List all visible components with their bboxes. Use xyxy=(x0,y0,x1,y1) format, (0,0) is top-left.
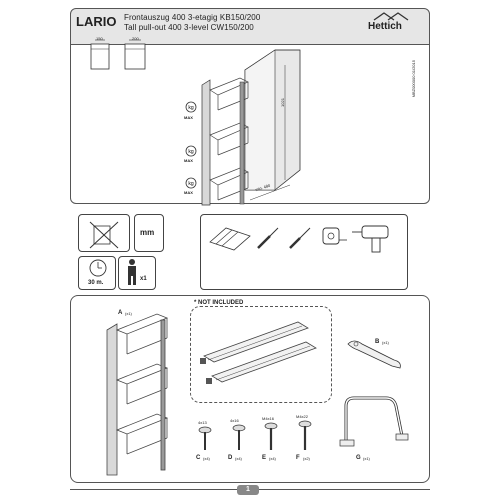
screwdriver-icon xyxy=(257,227,279,249)
no-discard-icon xyxy=(89,221,119,249)
height-dimension-label: 1021 xyxy=(279,98,285,107)
part-d-letter: D xyxy=(228,455,233,461)
clock-icon xyxy=(89,259,107,277)
drill-icon xyxy=(352,225,389,253)
part-e-bolt-icon xyxy=(264,422,278,450)
page-number: 1 xyxy=(237,485,259,495)
part-d-spec: 4x16 xyxy=(230,418,239,423)
part-f-spec: M4x22 xyxy=(296,414,309,419)
cabinet-200-icon xyxy=(124,39,146,70)
part-d-screw-icon xyxy=(232,424,246,450)
part-b-letter: B xyxy=(375,339,380,345)
cabinet-200-label: 200 xyxy=(132,36,139,41)
screwdriver-2-icon xyxy=(289,227,311,249)
hettich-logo-icon xyxy=(373,12,409,21)
part-e-qty: (x4) xyxy=(269,456,276,461)
cabinet-150-label: 150 xyxy=(96,36,103,41)
part-g-handle xyxy=(339,396,409,447)
part-b-qty: (x1) xyxy=(382,340,389,345)
pull-out-illustration xyxy=(201,49,301,206)
clamps-icon xyxy=(209,227,251,251)
part-f-letter: F xyxy=(296,455,300,461)
persons-label: x1 xyxy=(140,276,147,282)
measure-unit-label: mm xyxy=(140,228,155,237)
title-english: Tall pull-out 400 3-level CW150/200 xyxy=(124,23,254,32)
part-f-bolt-icon xyxy=(298,420,312,450)
max-label-middle: MAX xyxy=(184,158,193,163)
part-g-letter: G xyxy=(356,455,361,461)
max-load-icon-middle: kg xyxy=(185,145,197,157)
part-a-pull-out-frame xyxy=(106,313,169,476)
cabinet-150-icon xyxy=(90,39,110,70)
part-g-qty: (x1) xyxy=(363,456,370,461)
max-label-top: MAX xyxy=(184,115,193,120)
time-label: 30 m. xyxy=(88,280,104,286)
part-e-spec: M4x16 xyxy=(262,416,275,421)
svg-text:kg: kg xyxy=(188,105,194,111)
measure-unit-box xyxy=(134,214,164,252)
max-load-icon-top: kg xyxy=(185,101,197,113)
brand-logo-text: Hettich xyxy=(368,21,402,32)
not-included-box xyxy=(190,306,332,403)
no-discard-box xyxy=(78,214,130,252)
tape-measure-icon xyxy=(322,227,347,245)
header-bar xyxy=(70,8,430,46)
part-c-qty: (x4) xyxy=(203,456,210,461)
person-icon xyxy=(128,259,136,285)
persons-box xyxy=(118,256,156,290)
svg-text:kg: kg xyxy=(188,181,194,187)
not-included-label: * NOT INCLUDED xyxy=(192,300,246,306)
runners-illustration xyxy=(200,321,317,384)
max-label-bottom: MAX xyxy=(184,190,193,195)
part-c-letter: C xyxy=(196,455,201,461)
title-german: Frontauszug 400 3-etagig KB150/200 xyxy=(124,13,261,22)
part-e-letter: E xyxy=(262,455,267,461)
product-name: LARIO xyxy=(76,14,117,29)
svg-text:kg: kg xyxy=(188,149,194,155)
part-a-qty: (x1) xyxy=(125,311,132,316)
part-c-screw-icon xyxy=(198,426,212,450)
parts-panel xyxy=(70,295,430,483)
part-b-bracket xyxy=(347,340,401,369)
max-load-icon-bottom: kg xyxy=(185,177,197,189)
part-a-letter: A xyxy=(118,310,123,316)
part-c-spec: 4x13 xyxy=(198,420,207,425)
part-f-qty: (x2) xyxy=(303,456,310,461)
document-number: MBZ000000 01/2015 xyxy=(411,60,416,98)
part-d-qty: (x4) xyxy=(235,456,242,461)
